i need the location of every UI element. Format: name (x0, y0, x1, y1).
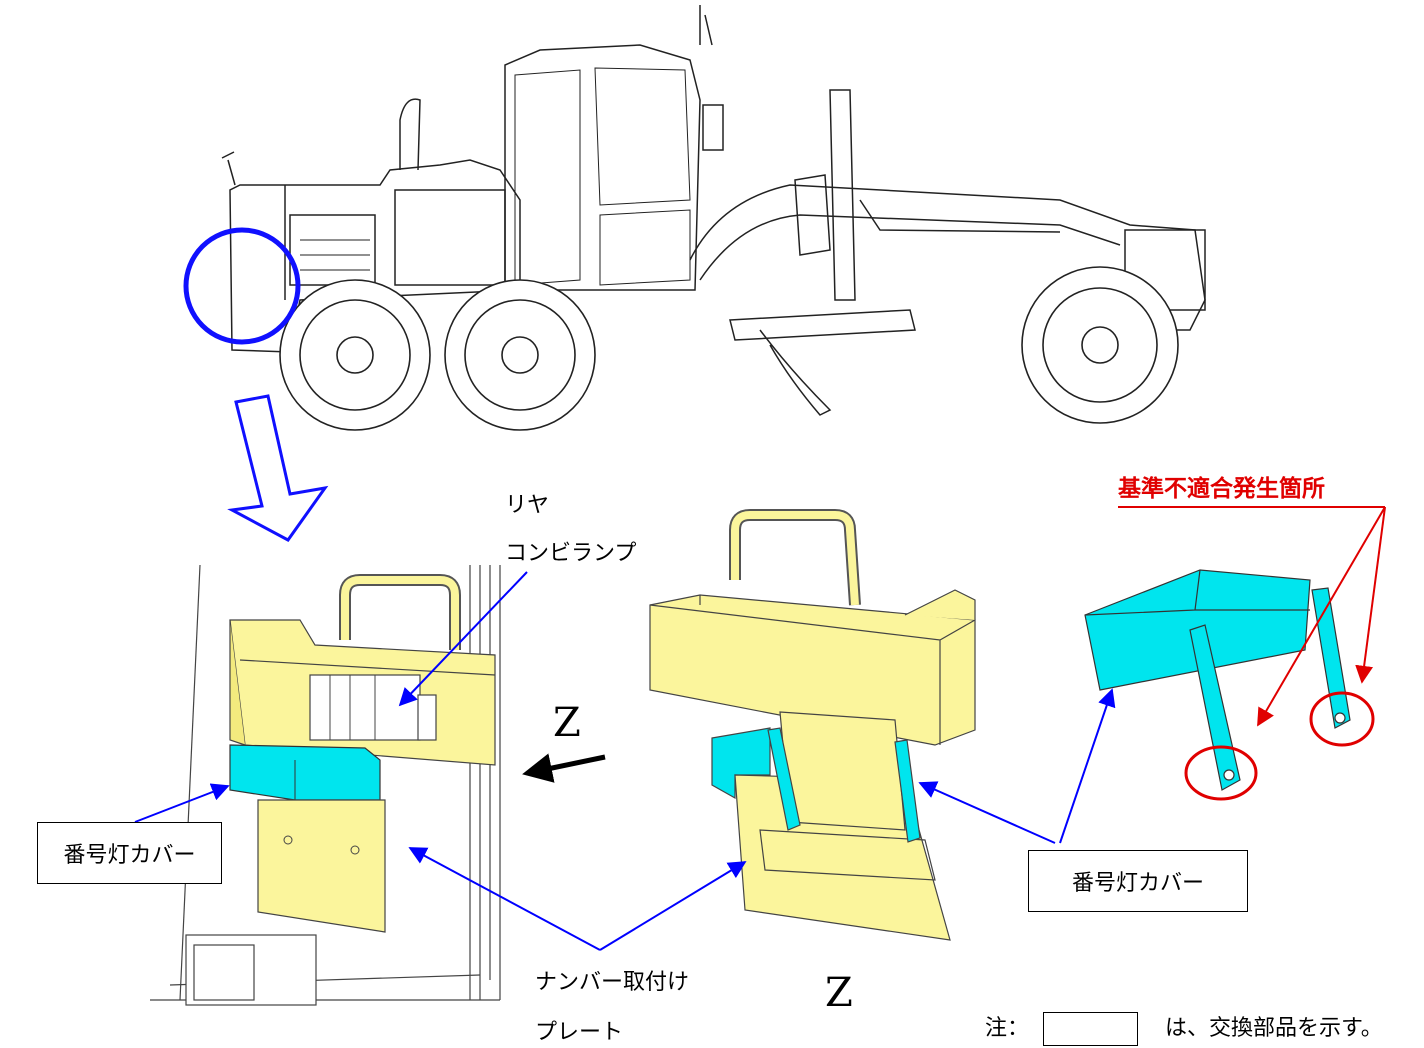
zoom-arrow-icon (227, 394, 329, 542)
number-plate-label-line1: ナンバー取付け (535, 970, 690, 995)
number-light-cover-left-label: 番号灯カバー (37, 822, 222, 884)
number-light-cover-right-label: 番号灯カバー (1028, 850, 1248, 912)
replacement-part-legend-box (1043, 1012, 1138, 1046)
view-z-title: Z (825, 970, 853, 1016)
lower-box-outline (185, 934, 317, 1006)
number-plate-label-line2: プレート (535, 1020, 624, 1045)
rear-combi-lamp-label-line2: コンビランプ (505, 541, 637, 566)
view-z-assembly (649, 509, 976, 941)
number-plate-left-part (257, 799, 386, 933)
nonconformity-leaders (1118, 506, 1386, 727)
note-suffix: は、交換部品を示す。 (1165, 1016, 1383, 1041)
leader-lines (134, 571, 1116, 951)
number-light-cover-left-part (229, 744, 381, 801)
rear-lamp-bracket (229, 574, 496, 766)
nonconformity-circles (1184, 691, 1375, 801)
wheels (279, 266, 1179, 431)
view-z-arrow-icon (522, 753, 606, 783)
view-arrow-z-label: Z (553, 700, 581, 746)
highlight-circle-icon (183, 227, 301, 345)
note-prefix: 注： (985, 1016, 1030, 1041)
replacement-part-view (1084, 569, 1351, 791)
nonconformity-location-label: 基準不適合発生箇所 (1118, 476, 1325, 502)
rear-combi-lamp-label-line1: リヤ (505, 493, 550, 518)
